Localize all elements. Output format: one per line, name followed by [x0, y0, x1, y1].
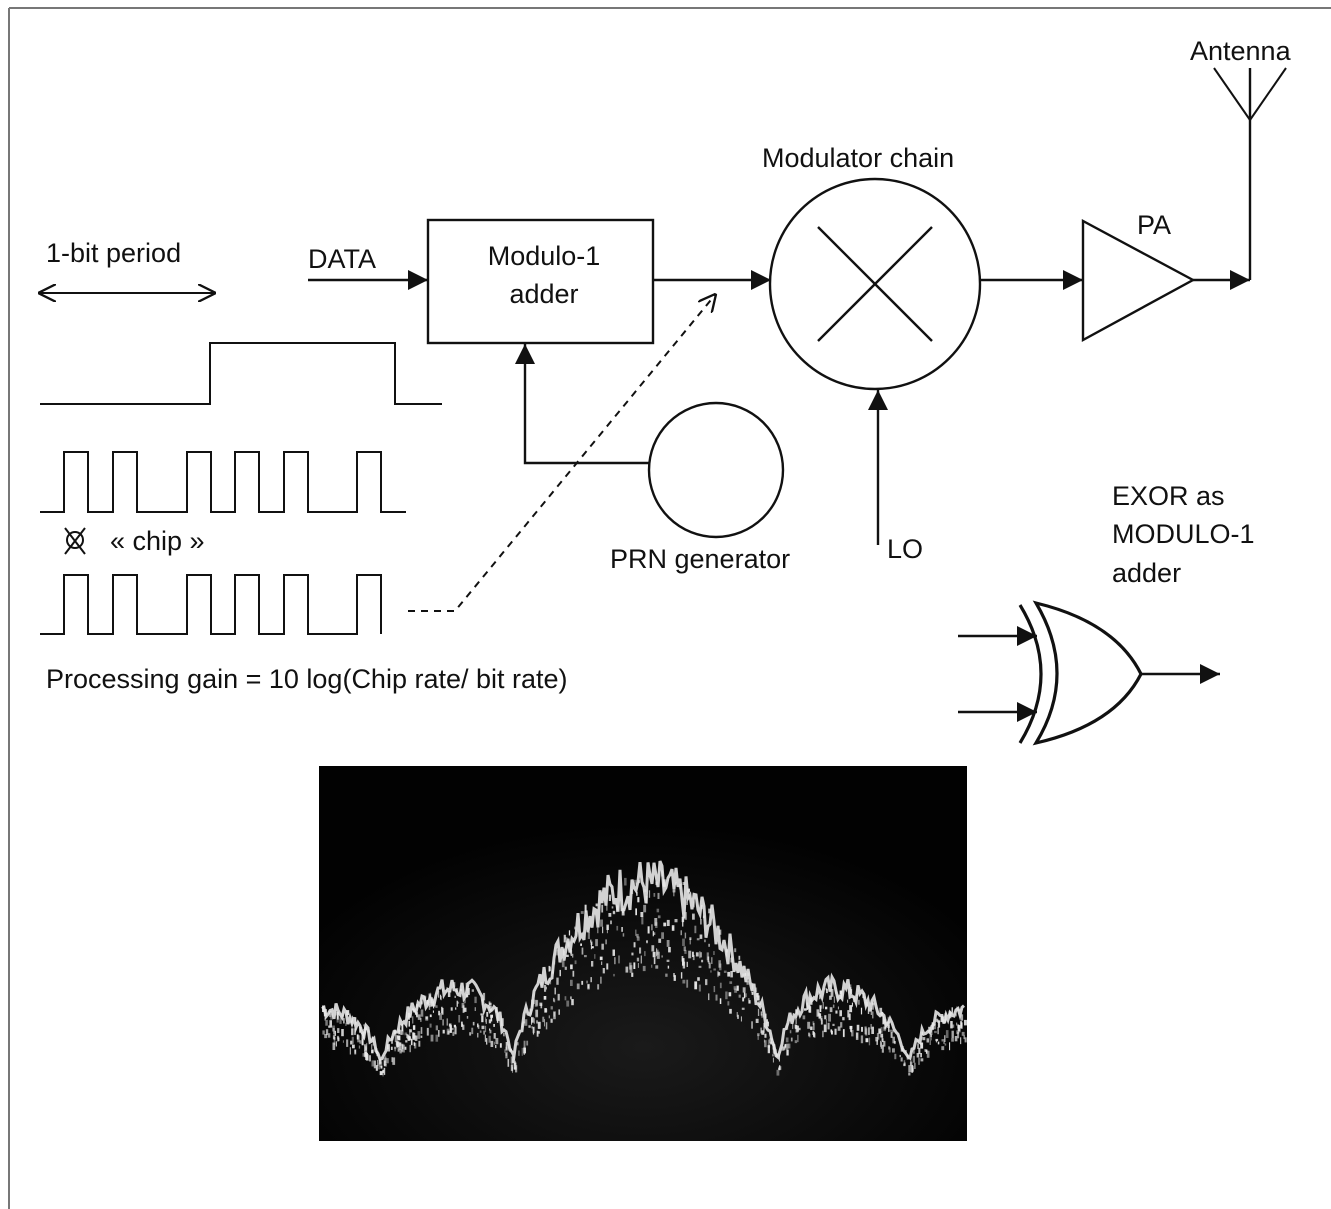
spread-signal-dashed-path — [408, 295, 715, 612]
data-bit-waveform — [40, 342, 442, 405]
lo-label: LO — [887, 534, 923, 564]
spectrum-display-image — [319, 766, 967, 1141]
chip-waveform-2 — [40, 574, 382, 635]
chip-waveform-1 — [40, 451, 406, 513]
power-amplifier-triangle — [1081, 218, 1196, 343]
xor-symbol-icon — [64, 527, 86, 555]
exor-label-line3: adder — [1112, 558, 1181, 588]
mixer-circle — [768, 177, 982, 391]
antenna-icon — [1213, 67, 1287, 121]
modulator-chain-label: Modulator chain — [762, 143, 954, 173]
chip-label: « chip » — [110, 526, 205, 556]
prn-generator-circle — [647, 401, 785, 539]
mixer-cross-2 — [817, 226, 933, 342]
bit-period-label: 1-bit period — [46, 238, 181, 268]
prn-generator-label: PRN generator — [610, 544, 790, 574]
exor-label-line1: EXOR as — [1112, 481, 1225, 511]
data-label: DATA — [308, 244, 376, 274]
xor-gate-icon — [958, 600, 1220, 746]
processing-gain-label: Processing gain = 10 log(Chip rate/ bit … — [46, 664, 568, 694]
adder-label-line2: adder — [509, 279, 578, 309]
pa-label: PA — [1137, 210, 1171, 240]
adder-label-line1: Modulo-1 — [488, 241, 601, 271]
antenna-label: Antenna — [1190, 36, 1292, 66]
exor-label-line2: MODULO-1 — [1112, 519, 1255, 549]
modulo-1-adder-box — [426, 218, 655, 345]
prn-to-adder-arrow — [515, 344, 649, 465]
